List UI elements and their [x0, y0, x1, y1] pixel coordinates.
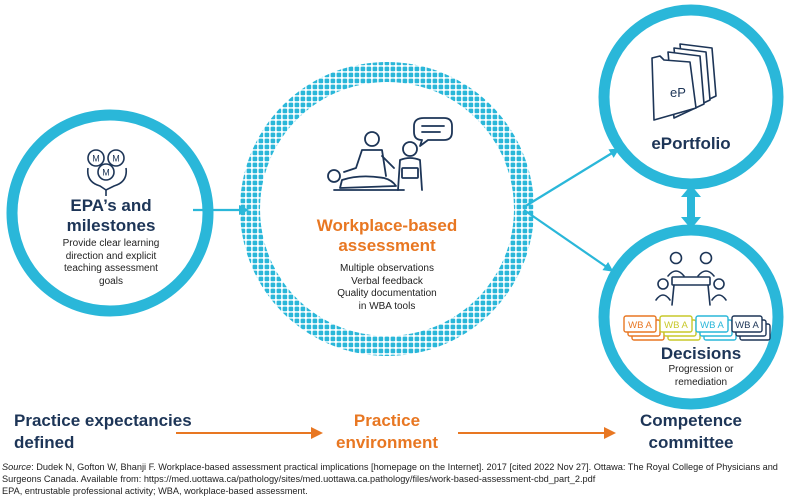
wba-description: Multiple observations Verbal feedback Qu… — [297, 263, 477, 313]
epa-description: Provide clear learning direction and exp… — [30, 238, 192, 288]
wba-description-line4: in WBA tools — [358, 300, 416, 312]
double-arrow-icon — [681, 185, 701, 229]
source-label: Source — [2, 462, 32, 472]
folder-icon: eP — [651, 43, 717, 121]
wba-card-label-4: WB A — [735, 320, 759, 331]
wba-card-stack-2: WB A — [659, 315, 701, 341]
wba-card-label-3: WB A — [700, 320, 724, 331]
bottom-label-middle-line2: environment — [335, 433, 439, 452]
epa-description-line4: goals — [99, 275, 123, 287]
decisions-description: Progression or remediation — [626, 364, 776, 389]
wba-to-eportfolio-arrow — [523, 148, 620, 208]
milestone-letter-2: M — [112, 154, 120, 164]
milestone-letter-1: M — [92, 154, 100, 164]
wba-card-stack-1: WB A — [623, 315, 665, 341]
milestones-icon: M M M — [86, 149, 128, 196]
clinical-scene-icon — [327, 117, 453, 191]
milestone-letter-3: M — [102, 168, 110, 178]
epa-description-line2: direction and explicit — [65, 250, 157, 262]
decisions-description-line2: remediation — [674, 376, 728, 388]
wba-card-stack-4: WB A — [731, 315, 771, 341]
wba-title: Workplace-based assessment — [297, 216, 477, 256]
bottom-label-middle-line1: Practice — [353, 411, 421, 430]
decisions-description-line1: Progression or — [668, 364, 734, 375]
wba-title-line2: assessment — [338, 236, 436, 255]
wba-description-line3: Quality documentation — [337, 288, 437, 299]
wba-card-label-2: WB A — [664, 320, 688, 331]
bottom-label-right-line1: Competence — [639, 411, 743, 430]
epa-title: EPA’s and milestones — [30, 196, 192, 236]
wba-description-line1: Multiple observations — [340, 263, 434, 274]
wba-card-stack-3: WB A — [695, 315, 737, 341]
eportfolio-title: ePortfolio — [651, 134, 731, 153]
epa-description-line1: Provide clear learning — [62, 238, 160, 249]
bottom-label-left-line1: Practice expectancies — [14, 411, 192, 430]
bottom-label-left-line2: defined — [14, 433, 75, 452]
wba-card-label-1: WB A — [628, 320, 652, 331]
bottom-label-competence-committee: Competence committee — [616, 410, 766, 454]
epa-title-line2: milestones — [66, 216, 156, 235]
epa-circle — [6, 109, 214, 317]
source-text: : Dudek N, Gofton W, Bhanji F. Workplace… — [2, 462, 778, 484]
source-footnote: Source: Dudek N, Gofton W, Bhanji F. Wor… — [2, 462, 792, 485]
bottom-label-practice-environment: Practice environment — [322, 410, 452, 454]
wba-title-line1: Workplace-based — [316, 216, 458, 235]
bottom-label-practice-expectancies: Practice expectancies defined — [14, 410, 204, 454]
wba-to-decisions-arrow — [523, 209, 614, 272]
meeting-icon — [655, 251, 727, 306]
wba-description-line2: Verbal feedback — [351, 275, 423, 287]
epa-description-line3: teaching assessment — [64, 263, 158, 274]
epa-title-line1: EPA’s and — [70, 196, 152, 215]
folder-label: eP — [670, 85, 686, 100]
bottom-label-right-line2: committee — [648, 433, 734, 452]
decisions-title: Decisions — [660, 344, 742, 363]
abbreviations-footnote: EPA, entrustable professional activity; … — [2, 486, 308, 496]
